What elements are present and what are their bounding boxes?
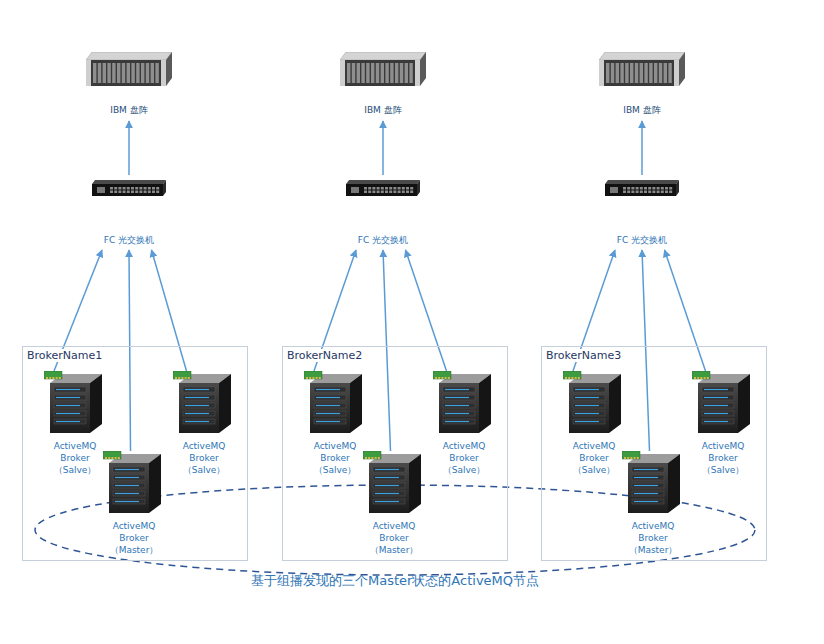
node-label: ActiveMQ Broker （Salve） [175,440,233,476]
node-label: ActiveMQ Broker （Salve） [306,440,364,476]
server-icon [622,451,684,515]
fc-switch-icon [605,178,679,200]
broker-server: ActiveMQ Broker （Salve） [169,371,239,476]
server-icon [433,371,495,435]
disk-array: IBM 盘阵 [338,52,428,117]
connector-arrow [642,250,650,451]
server-icon [563,371,625,435]
connector-arrow [128,121,130,175]
disk-array-icon [599,52,685,90]
fc-switch: FC 光交换机 [597,178,687,247]
fc-switch: FC 光交换机 [338,178,428,247]
server-icon [692,371,754,435]
server-icon [173,371,235,435]
node-label: ActiveMQ Broker （Salve） [435,440,493,476]
node-label: FC 光交换机 [597,234,687,247]
disk-array-icon [340,52,426,90]
fc-switch-icon [346,178,420,200]
node-label: ActiveMQ Broker （Master） [624,520,682,556]
node-label: IBM 盘阵 [84,104,174,117]
server-icon [363,451,425,515]
node-label: IBM 盘阵 [597,104,687,117]
broker-server: ActiveMQ Broker （Master） [618,451,688,556]
broker-group: BrokerName1ActiveMQ Broker （Salve） Active… [22,346,248,561]
broker-server: ActiveMQ Broker （Salve） [300,371,370,476]
server-icon [103,451,165,515]
disk-array: IBM 盘阵 [84,52,174,117]
group-title: BrokerName3 [545,349,622,362]
connector-arrow [152,250,187,371]
broker-server: ActiveMQ Broker （Salve） [429,371,499,476]
broker-server: ActiveMQ Broker （Salve） [688,371,758,476]
node-label: ActiveMQ Broker （Salve） [694,440,752,476]
broker-server: ActiveMQ Broker （Salve） [559,371,629,476]
connector-arrow [129,250,131,451]
node-label: ActiveMQ Broker （Salve） [565,440,623,476]
node-label: ActiveMQ Broker （Master） [365,520,423,556]
broker-group: BrokerName3ActiveMQ Broker （Salve） Active… [541,346,767,561]
broker-server: ActiveMQ Broker （Master） [359,451,429,556]
broker-server: ActiveMQ Broker （Salve） [40,371,110,476]
disk-array-icon [86,52,172,90]
disk-array: IBM 盘阵 [597,52,687,117]
node-label: FC 光交换机 [338,234,428,247]
connector-arrow [382,121,384,175]
fc-switch-icon [92,178,166,200]
node-label: ActiveMQ Broker （Salve） [46,440,104,476]
fc-switch: FC 光交换机 [84,178,174,247]
broker-server: ActiveMQ Broker （Master） [99,451,169,556]
group-title: BrokerName2 [286,349,363,362]
connector-arrow [665,250,706,371]
ellipse-caption: 基于组播发现的三个Master状态的ActiveMQ节点 [0,572,790,590]
connector-arrow [383,250,391,451]
group-title: BrokerName1 [26,349,103,362]
connector-arrow [406,250,447,371]
broker-group: BrokerName2ActiveMQ Broker （Salve） Active… [282,346,508,561]
node-label: ActiveMQ Broker （Master） [105,520,163,556]
server-icon [304,371,366,435]
node-label: FC 光交换机 [84,234,174,247]
server-icon [44,371,106,435]
connector-arrow [641,121,643,175]
node-label: IBM 盘阵 [338,104,428,117]
